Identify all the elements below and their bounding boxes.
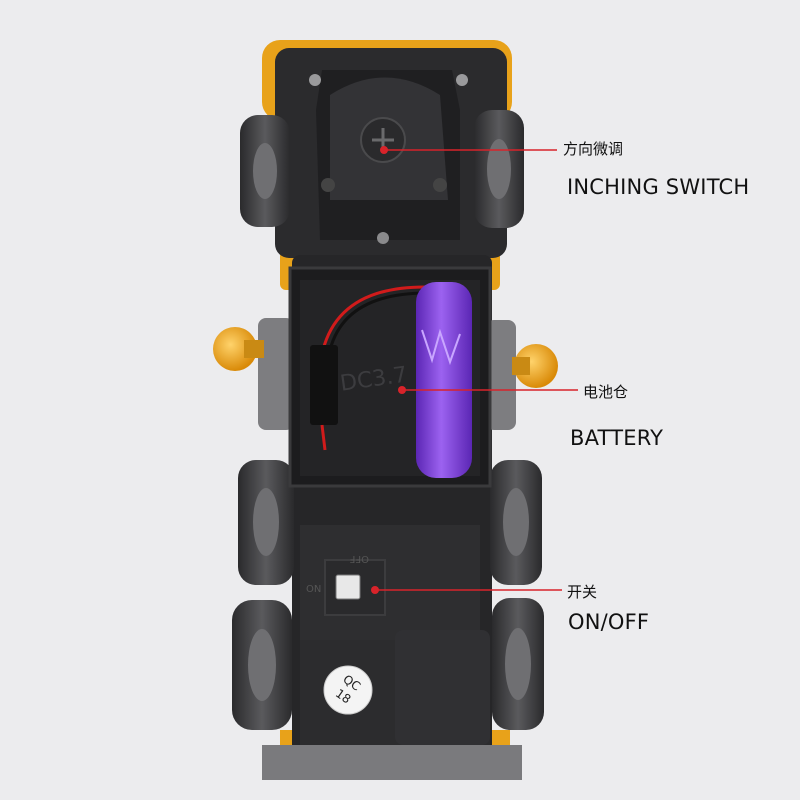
power-switch-label-en: ON/OFF xyxy=(568,610,650,634)
switch-on-marking: ON xyxy=(306,584,321,595)
right-side-step xyxy=(486,320,516,430)
left-orange-lamp xyxy=(213,327,264,371)
callout-line-battery xyxy=(398,386,578,394)
callout-line-onoff xyxy=(371,586,562,594)
battery-connector xyxy=(310,285,431,451)
power-switch-label-cn: 开关 xyxy=(567,583,598,601)
front-left-wheel xyxy=(240,115,290,227)
middle-right-wheel xyxy=(490,460,542,585)
right-orange-lamp xyxy=(512,344,558,388)
battery-label-cn: 电池仓 xyxy=(583,383,629,401)
callout-line-inching xyxy=(380,146,557,154)
left-side-step xyxy=(258,318,294,430)
rear-bumper xyxy=(262,745,522,780)
front-right-wheel xyxy=(474,110,524,228)
rear-left-wheel xyxy=(232,600,292,730)
switch-off-marking: OFF xyxy=(349,553,369,564)
inching-switch-knob xyxy=(360,117,406,163)
power-switch-slider[interactable] xyxy=(335,574,361,600)
inching-switch-label-en: INCHING SWITCH xyxy=(567,175,750,199)
battery-label-en: BATTERY xyxy=(570,426,664,450)
rear-right-wheel xyxy=(492,598,544,730)
qc-sticker: QC 18 xyxy=(323,665,373,715)
middle-left-wheel xyxy=(238,460,294,585)
inching-switch-label-cn: 方向微调 xyxy=(563,140,624,158)
battery-cell xyxy=(416,282,472,478)
